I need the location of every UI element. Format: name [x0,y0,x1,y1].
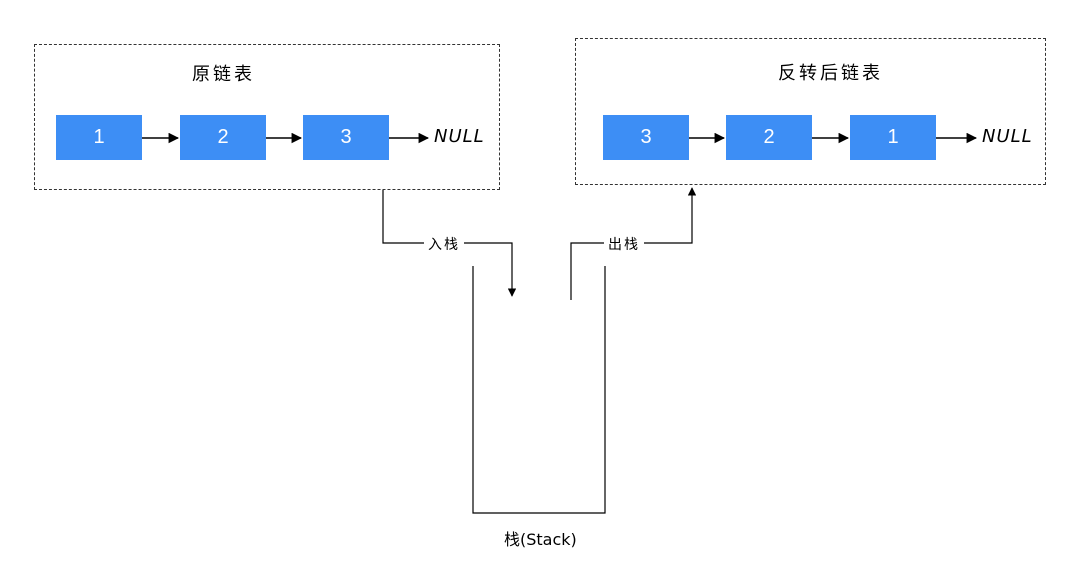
reversed-node-2: 2 [726,115,812,160]
push-label: 入栈 [424,234,464,254]
stack-container [472,266,606,514]
reversed-null-label: NULL [982,126,1033,147]
original-list-title: 原链表 [192,64,255,85]
reversed-list-title: 反转后链表 [778,63,883,84]
reversed-list-panel [575,38,1046,185]
original-node-1: 1 [56,115,142,160]
original-node-2: 2 [180,115,266,160]
stack-label: 栈(Stack) [504,530,577,549]
reversed-node-3: 3 [603,115,689,160]
pop-label: 出栈 [604,234,644,254]
reversed-node-1: 1 [850,115,936,160]
original-null-label: NULL [434,126,485,147]
original-node-3: 3 [303,115,389,160]
original-list-panel [34,44,500,190]
